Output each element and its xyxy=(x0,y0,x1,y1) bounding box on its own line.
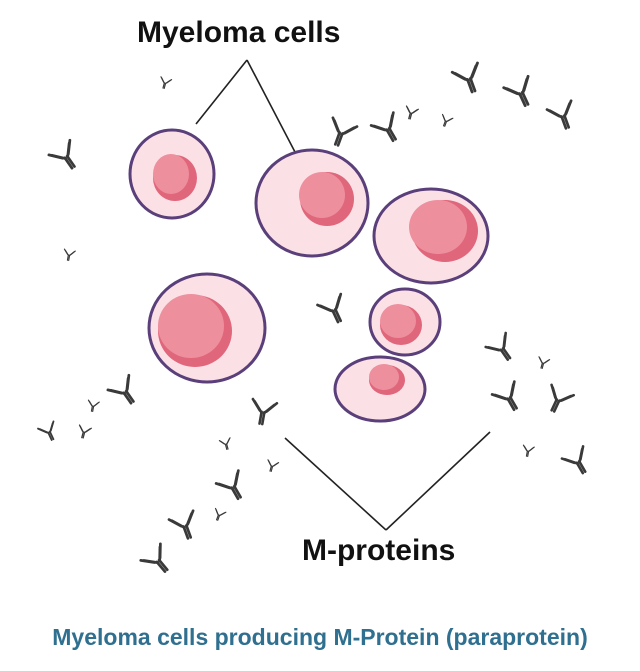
figure-caption: Myeloma cells producing M-Protein (parap… xyxy=(52,624,588,650)
antibody-icon xyxy=(139,542,178,581)
antibody-icon xyxy=(47,138,86,177)
antibody-icon xyxy=(545,99,581,134)
myeloma-cell-icon xyxy=(128,128,216,220)
antibody-icon xyxy=(521,444,535,458)
myeloma-cell-icon xyxy=(372,187,490,285)
myeloma-cell-icon xyxy=(368,287,442,357)
m-protein-antibodies xyxy=(37,61,596,581)
antibody-icon xyxy=(540,383,576,418)
antibody-icon xyxy=(86,399,100,413)
myeloma-cells xyxy=(128,128,490,423)
m-proteins-label: M-proteins xyxy=(302,534,456,567)
antibody-icon xyxy=(535,356,551,371)
antibody-icon xyxy=(106,373,145,412)
antibody-icon xyxy=(214,469,252,506)
antibody-icon xyxy=(323,116,359,151)
antibody-icon xyxy=(438,113,454,129)
antibody-icon xyxy=(484,331,521,368)
pointer-lines-myeloma xyxy=(195,59,296,153)
myeloma-cell-icon xyxy=(254,148,370,258)
pointer-lines-mproteins xyxy=(284,431,491,531)
antibody-icon xyxy=(490,380,528,417)
antibody-icon xyxy=(167,509,203,544)
myeloma-cell-icon xyxy=(333,355,427,423)
antibody-icon xyxy=(37,420,62,445)
myeloma-cells-label: Myeloma cells xyxy=(137,16,341,49)
antibody-icon xyxy=(62,248,76,262)
antibody-icon xyxy=(218,437,234,452)
antibody-icon xyxy=(560,445,596,480)
myeloma-cell-icon xyxy=(147,272,267,384)
antibody-icon xyxy=(247,397,279,428)
antibody-icon xyxy=(264,459,280,474)
antibody-icon xyxy=(157,76,173,91)
antibody-icon xyxy=(369,111,407,148)
antibody-icon xyxy=(402,105,419,122)
antibody-icon xyxy=(450,61,488,98)
antibody-icon xyxy=(316,292,353,329)
antibody-icon xyxy=(502,74,541,113)
antibody-icon xyxy=(75,424,92,441)
antibody-icon xyxy=(211,507,227,523)
